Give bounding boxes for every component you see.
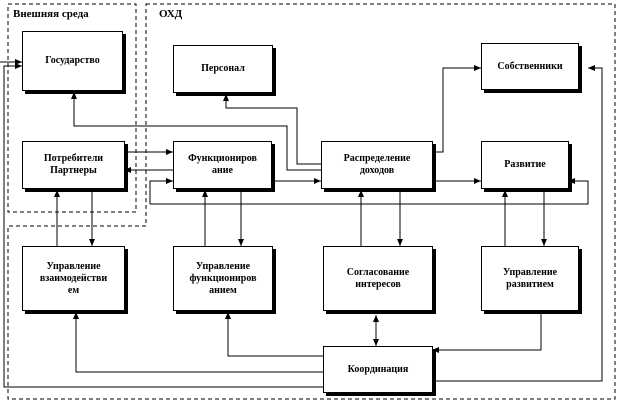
ohd-region-border xyxy=(7,3,616,400)
region-borders xyxy=(7,3,616,400)
connector-coordination-state xyxy=(3,63,323,388)
block-state: Государство xyxy=(22,31,123,91)
block-distribution: Распределение доходов xyxy=(321,141,433,189)
external-region-border xyxy=(7,3,137,213)
block-functioning-management: Управление функциониров анием xyxy=(173,246,273,311)
block-coordination: Координация xyxy=(323,346,433,393)
block-consumers: Потребители Партнеры xyxy=(22,141,125,189)
connector-distribution-state xyxy=(71,92,321,171)
block-personnel: Персонал xyxy=(173,45,273,93)
block-interaction-management: Управление взаимодействи ем xyxy=(22,246,125,311)
connector-distribution-personnel xyxy=(223,94,321,165)
connector-coordination-owners xyxy=(432,65,603,382)
block-development-management: Управление развитием xyxy=(481,246,579,311)
connector-coordination-fmgmt xyxy=(225,312,323,357)
block-functioning: Функциониров ание xyxy=(173,141,272,189)
connector-dmgmt-coordination xyxy=(432,312,542,353)
connector-coordination-interaction xyxy=(73,312,323,373)
connectors xyxy=(0,59,603,388)
external-region-label: Внешняя среда xyxy=(13,8,89,20)
block-owners: Собственники xyxy=(481,43,579,90)
connector-distribution-owners xyxy=(432,65,481,153)
connector-loop-bottom xyxy=(150,178,589,205)
block-development: Развитие xyxy=(481,141,569,189)
block-coordination-interests: Согласование интересов xyxy=(323,246,433,311)
connector-development-loop xyxy=(149,178,173,204)
ohd-region-label: ОХД xyxy=(159,8,183,20)
